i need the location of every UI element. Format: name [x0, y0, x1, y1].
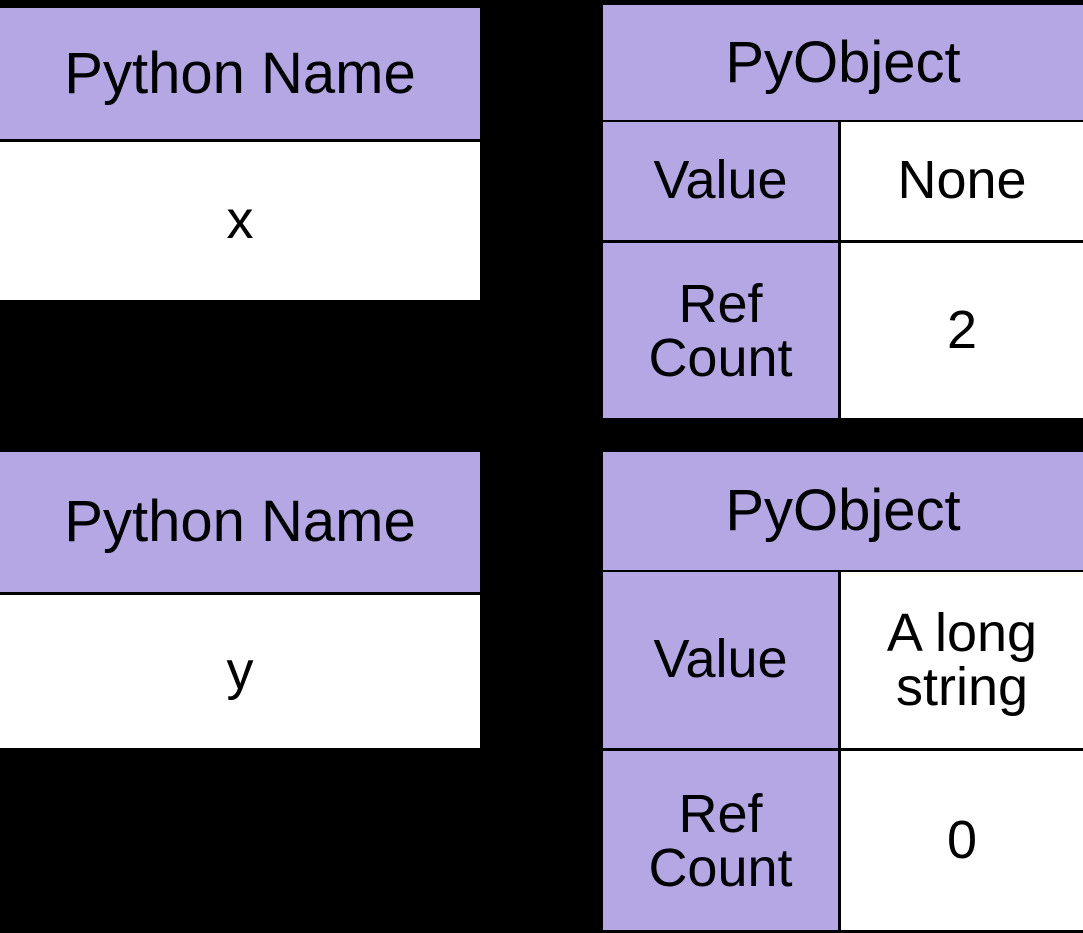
- pyobject-header: PyObject: [603, 452, 1083, 570]
- pyobject-refcount-cell: 2: [841, 243, 1083, 418]
- pyobject-value-label: Value: [603, 122, 838, 240]
- pyobject-refcount-cell: 0: [841, 751, 1083, 930]
- python-name-table-x: Python Name x: [0, 8, 480, 300]
- pyobject-value-cell: A long string: [841, 572, 1083, 748]
- python-name-header: Python Name: [0, 8, 480, 139]
- pyobject-header: PyObject: [603, 5, 1083, 120]
- pyobject-refcount-label: Ref Count: [603, 751, 838, 930]
- pyobject-value-label: Value: [603, 572, 838, 748]
- pyobject-table-string: PyObject Value A long string Ref Count 0: [603, 452, 1083, 930]
- pyobject-refcount-label: Ref Count: [603, 243, 838, 418]
- python-name-header: Python Name: [0, 452, 480, 592]
- python-name-value-x: x: [0, 142, 480, 300]
- pyobject-value-cell: None: [841, 122, 1083, 240]
- pyobject-table-none: PyObject Value None Ref Count 2: [603, 5, 1083, 418]
- python-name-table-y: Python Name y: [0, 452, 480, 748]
- python-name-value-y: y: [0, 595, 480, 748]
